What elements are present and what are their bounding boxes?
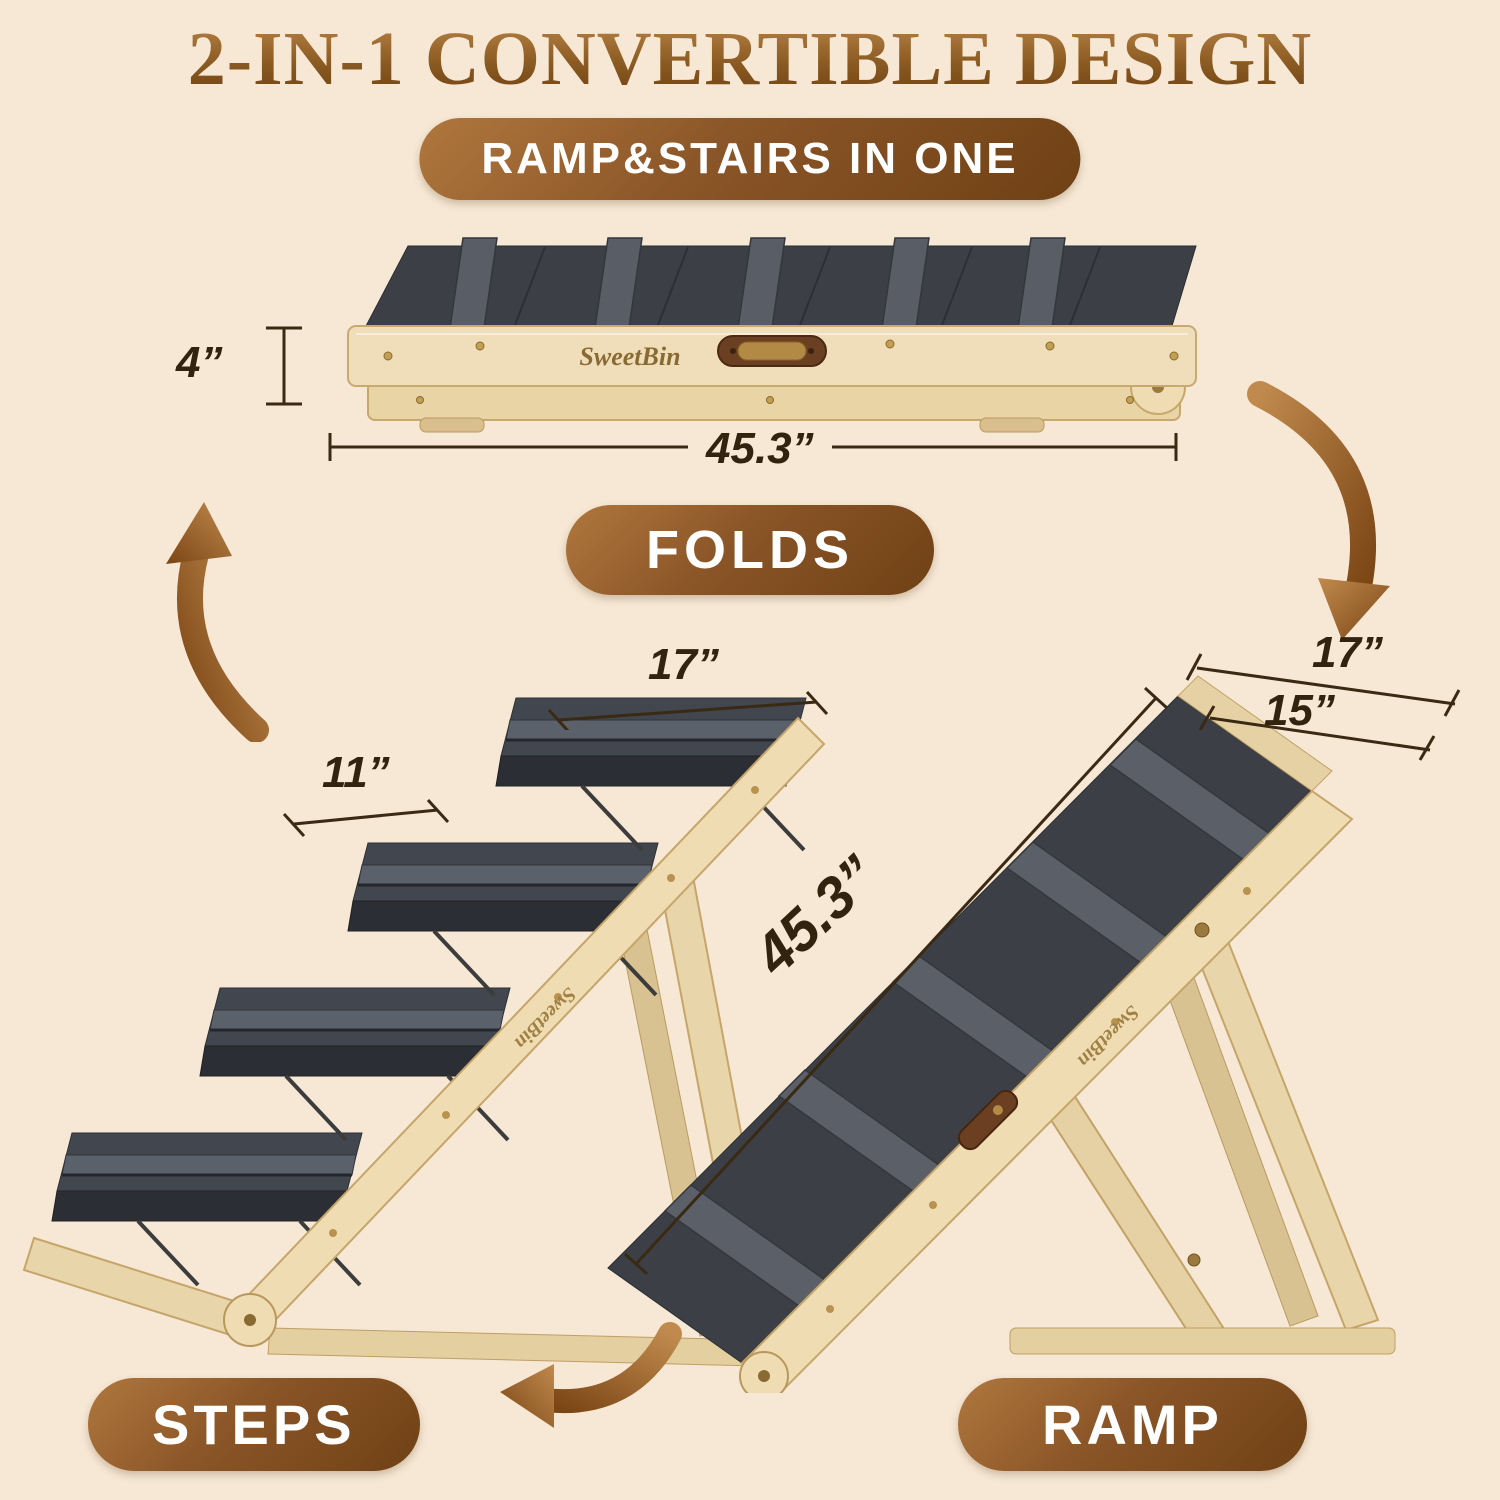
hinge-bolt-icon xyxy=(1194,922,1210,938)
arrow-steps-to-folds-icon xyxy=(166,502,269,742)
stringer-screws xyxy=(329,786,759,1237)
steps-label-pill: STEPS xyxy=(88,1378,420,1471)
ramp-ground-bar xyxy=(1009,1327,1396,1355)
folds-label-pill: FOLDS xyxy=(566,505,934,595)
steps-width-label: 17” xyxy=(648,640,719,689)
traction-strips xyxy=(663,738,1272,1307)
steps-configuration-illustration: SweetBin xyxy=(22,697,826,1367)
carry-handle xyxy=(717,335,827,367)
steps-depth-dimension-line xyxy=(282,798,450,838)
ramp-length-dimension-line xyxy=(623,686,1169,1276)
brand-label: SweetBin xyxy=(579,342,680,371)
page-title: 2-IN-1 CONVERTIBLE DESIGN xyxy=(0,16,1500,103)
pivot-screw-icon xyxy=(758,1370,770,1382)
arrow-ramp-to-steps-icon xyxy=(500,1322,682,1428)
ramp-outer-width-dimension-line xyxy=(1185,653,1461,717)
steps-depth-label: 11” xyxy=(322,748,390,797)
step xyxy=(495,697,807,787)
traction-strips xyxy=(449,237,1066,329)
ramp-label-pill: RAMP xyxy=(958,1378,1307,1471)
ramp-surface-width-label: 15” xyxy=(1264,686,1335,735)
ramp-surface-width-dimension-line xyxy=(1198,705,1436,761)
folded-product-illustration: SweetBin xyxy=(347,237,1197,433)
ramp-top-cap xyxy=(1177,675,1333,792)
step xyxy=(199,987,511,1077)
leather-strap xyxy=(957,1089,1019,1151)
folded-height-label: 4” xyxy=(176,338,223,387)
ramp-outer-width-label: 17” xyxy=(1312,628,1383,677)
screws xyxy=(383,339,1179,404)
rail-screws xyxy=(826,887,1251,1313)
subtitle-badge: RAMP&STAIRS IN ONE xyxy=(419,118,1081,200)
folded-foot xyxy=(419,417,485,433)
folded-foot xyxy=(979,417,1045,433)
steps-width-dimension-line xyxy=(547,690,829,730)
folded-lower-rail xyxy=(367,381,1181,421)
leg-bolt-icon xyxy=(1187,1253,1201,1267)
pivot-screw-icon xyxy=(244,1314,256,1326)
folded-carpet-surface xyxy=(365,245,1197,327)
step xyxy=(51,1132,363,1222)
front-foot-beam xyxy=(22,1236,252,1340)
ramp-configuration-illustration: SweetBin xyxy=(607,675,1396,1393)
folded-length-label: 45.3” xyxy=(688,424,832,474)
arrow-folds-to-ramp-icon xyxy=(1247,381,1390,640)
folded-height-dimension-line xyxy=(266,326,302,406)
